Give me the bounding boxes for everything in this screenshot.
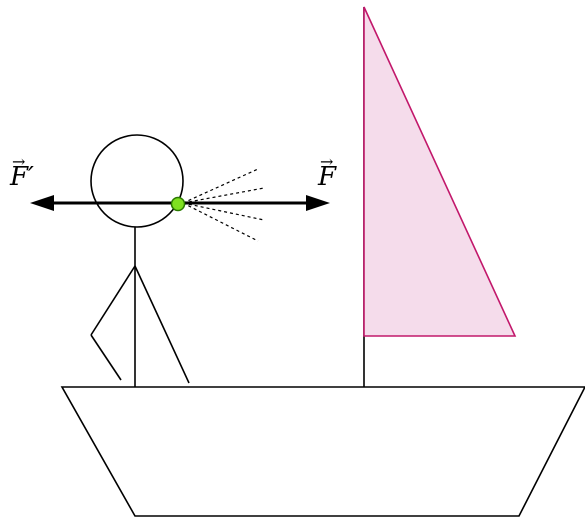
force-label-f-prime-text: F′ bbox=[10, 162, 34, 192]
person-left-forearm bbox=[90, 334, 122, 381]
person-left-arm bbox=[90, 265, 136, 336]
boat-hull bbox=[60, 386, 585, 517]
light-point bbox=[170, 196, 186, 212]
force-label-f-prime: → F′ bbox=[10, 154, 34, 192]
stick-figure bbox=[90, 134, 190, 387]
force-arrowhead-left bbox=[30, 195, 54, 211]
light-ray-3 bbox=[182, 202, 265, 221]
person-head bbox=[90, 134, 184, 228]
force-arrowhead-right bbox=[306, 195, 330, 211]
person-right-arm bbox=[134, 265, 190, 384]
vector-arrow-icon: → bbox=[320, 152, 334, 171]
vector-arrow-icon: → bbox=[12, 152, 26, 171]
light-rays bbox=[182, 168, 265, 242]
sail bbox=[363, 6, 517, 337]
force-label-f-text: F bbox=[318, 162, 337, 192]
light-ray-1 bbox=[182, 168, 259, 204]
light-ray-2 bbox=[182, 187, 265, 204]
light-ray-4 bbox=[182, 202, 259, 242]
force-label-f: → F bbox=[318, 154, 337, 192]
